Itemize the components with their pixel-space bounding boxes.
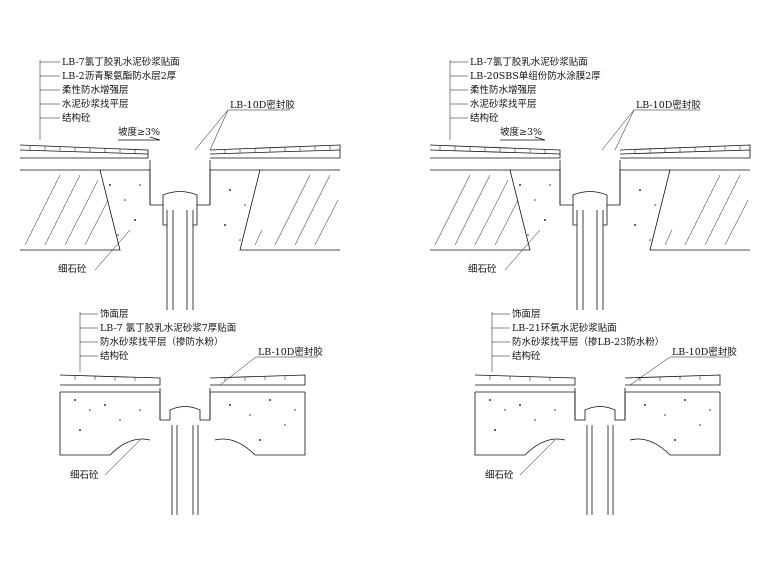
detail-4-label-4: 结构砼 (512, 350, 541, 362)
detail-1: LB-7氯丁胶乳水泥砂浆贴面 LB-2沥青聚氨酯防水层2厚 柔性防水增强层 水泥… (19, 56, 341, 310)
detail-4-labels: 饰面层 LB-21环氧水泥砂浆贴面 防水砂浆找平层（掺LB-23防水粉） 结构砼 (492, 308, 664, 362)
detail-3-label-1: 饰面层 (100, 308, 129, 320)
detail-2-label-1: LB-7氯丁胶乳水泥砂浆贴面 (470, 56, 588, 68)
detail-4-label-3: 防水砂浆找平层（掺LB-23防水粉） (512, 336, 664, 348)
detail-2-label-4: 水泥砂浆找平层 (470, 98, 537, 110)
detail-4-label-2: LB-21环氧水泥砂浆贴面 (512, 322, 617, 334)
detail-2-label-3: 柔性防水增强层 (470, 84, 537, 96)
detail-4-label-1: 饰面层 (512, 308, 541, 320)
detail-1-label-2: LB-2沥青聚氨酯防水层2厚 (62, 70, 177, 82)
detail-2-sealant-label: LB-10D密封胶 (636, 99, 701, 111)
detail-1-label-3: 柔性防水增强层 (62, 84, 129, 96)
detail-3-label-3: 防水砂浆找平层（掺防水粉） (100, 336, 224, 348)
detail-4: 饰面层 LB-21环氧水泥砂浆贴面 防水砂浆找平层（掺LB-23防水粉） 结构砼… (474, 308, 737, 515)
detail-1-sealant-label: LB-10D密封胶 (230, 99, 295, 111)
detail-3-fill-label: 细石砼 (70, 469, 99, 481)
detail-3-label-4: 结构砼 (100, 350, 129, 362)
detail-2-fill-label: 细石砼 (468, 263, 497, 275)
detail-2: LB-7氯丁胶乳水泥砂浆贴面 LB-20SBS单组份防水涂膜2厚 柔性防水增强层… (429, 56, 751, 310)
detail-1-slope-label: 坡度≥3% (118, 126, 160, 138)
detail-4-sealant-label: LB-10D密封胶 (672, 346, 737, 358)
detail-1-label-4: 水泥砂浆找平层 (62, 98, 129, 110)
detail-1-labels: LB-7氯丁胶乳水泥砂浆贴面 LB-2沥青聚氨酯防水层2厚 柔性防水增强层 水泥… (40, 56, 180, 124)
detail-1-label-1: LB-7氯丁胶乳水泥砂浆贴面 (62, 56, 180, 68)
detail-2-labels: LB-7氯丁胶乳水泥砂浆贴面 LB-20SBS单组份防水涂膜2厚 柔性防水增强层… (450, 56, 601, 124)
detail-3: 饰面层 LB-7 氯丁胶乳水泥砂浆7厚贴面 防水砂浆找平层（掺防水粉） 结构砼 … (59, 308, 323, 515)
detail-3-sealant-label: LB-10D密封胶 (258, 346, 323, 358)
detail-4-fill-label: 细石砼 (485, 469, 514, 481)
detail-2-label-2: LB-20SBS单组份防水涂膜2厚 (470, 70, 601, 82)
detail-3-labels: 饰面层 LB-7 氯丁胶乳水泥砂浆7厚贴面 防水砂浆找平层（掺防水粉） 结构砼 (80, 308, 236, 362)
detail-1-fill-label: 细石砼 (58, 263, 87, 275)
detail-3-label-2: LB-7 氯丁胶乳水泥砂浆7厚贴面 (100, 322, 236, 334)
detail-1-label-5: 结构砼 (62, 112, 91, 124)
detail-2-slope-label: 坡度≥3% (500, 126, 542, 138)
detail-2-label-5: 结构砼 (470, 112, 499, 124)
